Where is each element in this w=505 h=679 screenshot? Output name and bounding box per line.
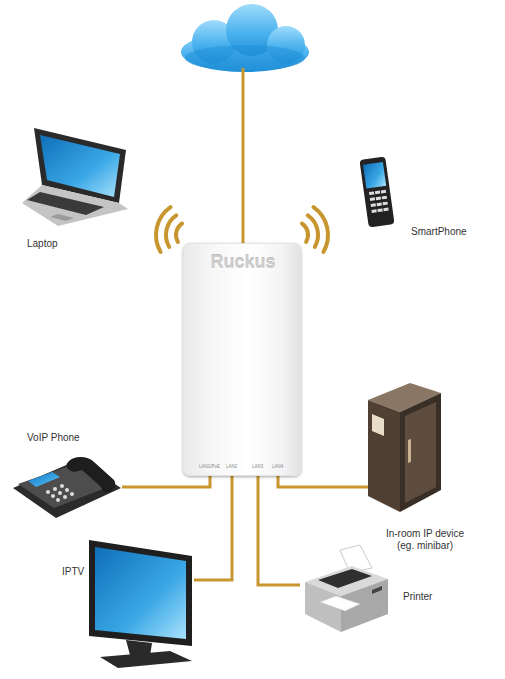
wireless-waves-part — [308, 215, 318, 247]
minibar-illustration-part — [372, 414, 384, 436]
port-label: LAN3 — [252, 464, 263, 469]
voip-phone-illustration-part — [60, 484, 64, 488]
device-label: VoIP Phone — [27, 432, 107, 444]
smartphone-illustration-part — [382, 202, 387, 206]
smartphone-illustration-part — [370, 197, 375, 201]
printer-illustration-part — [372, 586, 382, 594]
laptop-illustration-part — [50, 214, 74, 221]
smartphone-illustration-part — [376, 197, 381, 201]
uplink-wire — [242, 68, 245, 244]
port-label: LAN1/PoE — [199, 464, 220, 469]
minibar-illustration-part — [400, 393, 441, 512]
minibar-illustration-part — [408, 439, 411, 463]
port-label: LAN2 — [226, 464, 237, 469]
wireless-waves-part — [156, 207, 170, 252]
tv-illustration — [89, 540, 192, 668]
voip-phone-illustration-part — [66, 457, 115, 492]
smartphone-illustration-part — [383, 208, 388, 212]
voip-phone-illustration-part — [53, 487, 57, 491]
laptop-illustration — [22, 128, 128, 226]
ethernet-wire — [278, 476, 368, 487]
minibar-illustration-part — [368, 400, 400, 512]
printer-illustration-part — [318, 569, 372, 588]
smartphone-illustration-part — [375, 191, 380, 195]
voip-phone-illustration-part — [56, 498, 60, 502]
smartphone-illustration-part — [359, 157, 394, 228]
brand-logo: Ruckus — [184, 251, 302, 273]
smartphone-illustration-part — [382, 196, 387, 200]
minibar-device: In-room IP device (eg. minibar) — [368, 380, 480, 552]
device-label: IPTV — [62, 566, 92, 578]
access-point: Ruckus — [183, 243, 301, 476]
laptop-illustration-part — [22, 185, 128, 226]
wireless-waves-part — [176, 224, 182, 243]
voip-phone-illustration-part — [65, 488, 69, 492]
smartphone-illustration-part — [371, 209, 376, 213]
voip-phone-illustration-part — [51, 494, 55, 498]
voip-phone-device: VoIP Phone — [10, 430, 122, 520]
ethernet-wire — [258, 476, 300, 585]
laptop-device: Laptop — [20, 125, 132, 255]
tv-illustration-part — [89, 540, 192, 646]
tv-illustration-part — [100, 651, 192, 668]
voip-phone-illustration-part — [63, 495, 67, 499]
device-label: Laptop — [27, 238, 127, 250]
device-label: Printer — [403, 591, 443, 603]
laptop-illustration-part — [27, 192, 104, 215]
wireless-waves-part — [166, 215, 176, 247]
smartphone-illustration-part — [377, 202, 382, 206]
cloud-symbol-part — [185, 45, 305, 71]
smartphone-illustration — [359, 157, 394, 228]
smartphone-device: SmartPhone — [360, 155, 474, 240]
smartphone-illustration-part — [369, 191, 374, 195]
smartphone-illustration-part — [377, 208, 382, 212]
minibar-illustration-part — [405, 402, 436, 503]
voip-phone-illustration-part — [28, 472, 60, 487]
smartphone-illustration-part — [363, 162, 386, 189]
wireless-waves-part — [302, 224, 308, 243]
voip-phone-illustration-part — [58, 491, 62, 495]
tv-illustration-part — [95, 547, 186, 639]
device-label: SmartPhone — [411, 226, 473, 238]
ethernet-wire — [122, 476, 210, 487]
smartphone-illustration-part — [371, 203, 376, 207]
iptv-device: IPTV — [58, 536, 194, 668]
cloud-symbol — [181, 4, 309, 72]
minibar-illustration — [368, 383, 441, 512]
printer-device: Printer — [300, 540, 445, 635]
device-label: In-room IP device (eg. minibar) — [378, 528, 472, 552]
printer-illustration — [305, 545, 388, 632]
voip-phone-illustration-part — [46, 490, 50, 494]
voip-phone-illustration — [13, 457, 121, 518]
printer-illustration-part — [320, 596, 360, 611]
smartphone-illustration-part — [381, 190, 386, 194]
port-label: LAN4 — [272, 464, 283, 469]
wireless-waves-part — [314, 207, 328, 252]
ethernet-wire — [194, 476, 232, 580]
voip-phone-illustration-part — [70, 492, 74, 496]
